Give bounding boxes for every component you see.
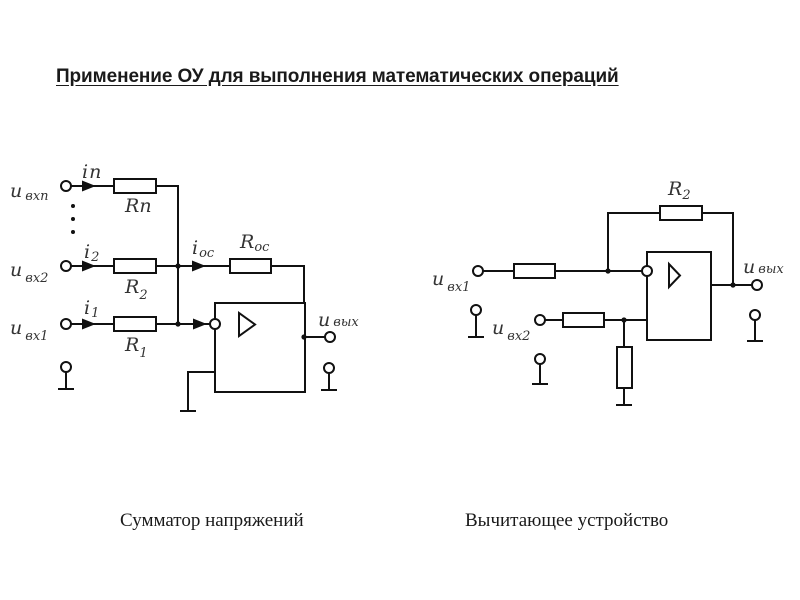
- label-rn: Rn: [124, 195, 152, 217]
- ellipsis-dot: [71, 204, 75, 208]
- inverting-input-marker: [209, 318, 221, 330]
- caption-subtractor: Вычитающее устройство: [465, 510, 669, 531]
- label-i-oc: iос: [192, 237, 215, 261]
- label-r2-sub: R2: [667, 178, 691, 203]
- terminal-output-sub: [751, 279, 763, 291]
- resistor-r2-sub: [659, 205, 703, 221]
- opamp-summator: [209, 302, 306, 393]
- junction-dot: [730, 282, 736, 288]
- terminal-input-2: [60, 260, 72, 272]
- junction-dot: [621, 317, 627, 323]
- ellipsis-dot: [71, 217, 75, 221]
- slide-title: Применение ОУ для выполнения математичес…: [56, 66, 619, 87]
- junction-dot: [175, 263, 181, 269]
- ground-terminal-left: [58, 361, 74, 390]
- label-r-oc: Rос: [239, 231, 270, 255]
- opamp-body: [214, 302, 306, 393]
- input-2-branch: [60, 258, 179, 274]
- input-1-branch: [60, 316, 179, 332]
- opamp-triangle-icon: [238, 311, 257, 338]
- ground-terminal-in2: [532, 353, 548, 385]
- ellipsis-dot: [71, 230, 75, 234]
- resistor-r4-sub: [616, 346, 633, 389]
- opamp-body: [646, 251, 712, 341]
- input-n-branch: [60, 178, 179, 325]
- resistor-r1: [113, 316, 157, 332]
- label-i-1: i1: [84, 297, 99, 321]
- summing-bus: [155, 185, 179, 325]
- caption-summator: Сумматор напряжений: [120, 510, 304, 531]
- junction-dot: [605, 268, 611, 274]
- label-r2: R2: [124, 276, 148, 303]
- inverting-input-marker: [641, 265, 653, 277]
- terminal-input-n: [60, 180, 72, 192]
- feedback-wire: [607, 212, 661, 272]
- resistor-roc: [229, 258, 272, 274]
- terminal-output: [324, 331, 336, 343]
- label-i-n: in: [82, 161, 101, 183]
- resistor-r1-sub: [513, 263, 556, 279]
- junction-dot: [175, 321, 181, 327]
- feedback-wire: [701, 212, 734, 286]
- resistor-rn: [113, 178, 157, 194]
- terminal-input-1-sub: [472, 265, 484, 277]
- opamp-subtractor: [641, 251, 712, 341]
- ground-terminal-output: [321, 362, 337, 391]
- label-i-2: i2: [84, 241, 99, 265]
- resistor-r2: [113, 258, 157, 274]
- terminal-input-2-sub: [534, 314, 546, 326]
- noninverting-ground-wire: [187, 371, 216, 412]
- label-r1: R1: [124, 334, 148, 361]
- opamp-triangle-icon: [668, 261, 682, 290]
- resistor-r3-sub: [562, 312, 605, 328]
- ground-terminal-output-sub: [747, 309, 763, 342]
- terminal-input-1: [60, 318, 72, 330]
- ground-terminal-in1: [468, 304, 484, 338]
- junction-dot: [301, 334, 307, 340]
